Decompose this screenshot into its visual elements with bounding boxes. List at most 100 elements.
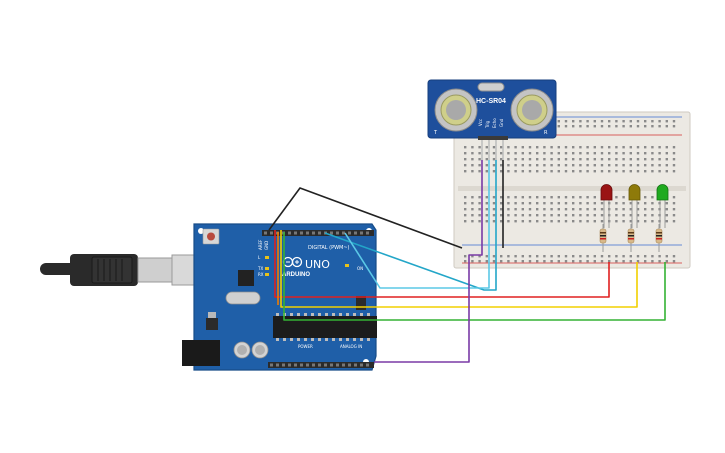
header-pin [354,363,357,367]
breadboard-hole [608,158,611,161]
breadboard-hole [500,202,503,205]
header-pin [318,363,321,367]
breadboard-hole [665,158,668,161]
breadboard-hole [521,164,524,167]
breadboard-hole [615,208,618,211]
header-pin [348,363,351,367]
digital-pins [264,231,369,235]
breadboard-hole [550,158,553,161]
breadboard-hole [507,214,510,217]
arduino-model-label: UNO [305,258,330,271]
wire-yellow-led [280,230,638,308]
breadboard-hole [651,152,654,155]
breadboard-hole [521,208,524,211]
breadboard-hole [615,125,618,128]
breadboard-hole [485,164,488,167]
breadboard-hole [536,202,539,205]
breadboard-hole [586,125,589,128]
breadboard-hole [572,120,575,123]
chip-pin [353,338,356,341]
breadboard-hole [665,260,668,263]
breadboard-hole [557,220,560,223]
breadboard-hole [536,196,539,199]
header-pin [342,231,345,235]
breadboard-hole [593,196,596,199]
breadboard-hole [536,255,539,258]
breadboard-hole [593,208,596,211]
breadboard-hole [557,208,560,211]
breadboard-hole [579,196,582,199]
breadboard-hole [543,152,546,155]
breadboard-hole [514,158,517,161]
sensor-leads [481,140,504,160]
breadboard-hole [672,146,676,149]
breadboard-hole [644,125,647,128]
breadboard-hole [557,152,560,155]
led-green [656,184,669,228]
breadboard-hole [564,214,568,217]
breadboard-hole [665,146,668,149]
usb-plug [137,257,173,283]
breadboard-hole [636,125,640,128]
breadboard-hole [471,164,474,167]
breadboard-hole [528,196,532,199]
breadboard-hole [672,208,676,211]
breadboard-hole [586,255,589,258]
breadboard-hole [536,152,539,155]
reset-button[interactable] [202,228,220,245]
breadboard-hole [543,196,546,199]
breadboard-hole [644,208,647,211]
breadboard-hole [478,214,481,217]
wire-cyan-trig [324,160,497,291]
breadboard-hole [586,146,589,149]
breadboard-hole [608,152,611,155]
breadboard-hole [536,208,539,211]
wire-black-gnd [268,187,463,249]
breadboard-hole [514,152,517,155]
breadboard-hole [615,164,618,167]
breadboard-hole [608,255,611,258]
breadboard-hole [471,196,474,199]
header-pin [282,363,285,367]
icsp-header [356,296,366,310]
breadboard-hole [550,146,553,149]
breadboard-hole [593,170,596,173]
breadboard-hole [478,146,481,149]
breadboard-hole [572,164,575,167]
chip-pin [297,338,300,341]
breadboard-hole [600,208,604,211]
breadboard-hole [557,164,560,167]
breadboard-hole [536,164,539,167]
breadboard-hole [471,255,474,258]
breadboard-hole [636,164,640,167]
breadboard-hole [608,260,611,263]
breadboard-hole [557,146,560,149]
breadboard-hole [485,170,488,173]
header-pin [306,363,309,367]
breadboard-hole [636,255,640,258]
header-pin [360,363,363,367]
breadboard-hole [528,220,532,223]
breadboard-hole [478,202,481,205]
gnd-label: GND [264,241,269,250]
breadboard-hole [550,220,553,223]
breadboard-hole [572,170,575,173]
wire-lightblue-echo [344,160,490,289]
power-jack [182,340,220,366]
aref-label: AREF [258,239,263,250]
breadboard-hole [543,214,546,217]
power-pins [270,363,369,367]
breadboard-hole [500,158,503,161]
breadboard-hole [600,120,604,123]
chip-pin [318,313,321,316]
breadboard-hole [564,202,568,205]
breadboard-hole [564,120,568,123]
header-pin [300,231,303,235]
breadboard-hole [492,220,496,223]
sensor-corner-left: T [433,130,438,136]
breadboard-hole [507,208,510,211]
breadboard-hole [521,196,524,199]
breadboard-hole [615,146,618,149]
breadboard-hole [615,196,618,199]
